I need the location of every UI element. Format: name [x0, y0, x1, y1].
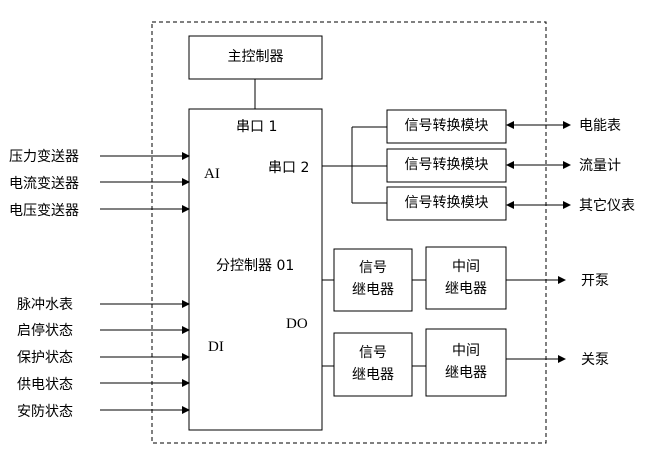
middle-relay-box-2 [425, 328, 507, 397]
di-port-label: DI [208, 339, 224, 355]
converter-label-1: 信号转换模块 [404, 118, 489, 134]
device-other-meters: 其它仪表 [579, 198, 635, 214]
signal-relay-label-1: 信号 继电器 [352, 260, 394, 298]
signal-relay-box-2 [333, 332, 413, 397]
middle-relay-label-1: 中间 继电器 [445, 259, 487, 297]
converter-label-2: 信号转换模块 [404, 157, 489, 173]
ai-input-current: 电流变送器 [9, 176, 79, 192]
sub-controller-box [188, 108, 323, 431]
signal-relay-label-2: 信号 继电器 [352, 345, 394, 383]
ai-input-pressure: 压力变送器 [9, 149, 79, 165]
di-input-protection: 保护状态 [17, 350, 73, 366]
serial-port-2-label: 串口 2 [268, 160, 310, 176]
output-start-pump: 开泵 [581, 273, 609, 289]
di-input-pulse-meter: 脉冲水表 [17, 297, 73, 313]
di-input-start-stop: 启停状态 [17, 323, 73, 339]
system-boundary [151, 21, 547, 444]
device-flow-meter: 流量计 [579, 158, 621, 174]
sub-controller-label: 分控制器 01 [216, 258, 295, 274]
di-input-security: 安防状态 [17, 404, 73, 420]
ai-input-voltage: 电压变送器 [9, 203, 79, 219]
device-energy-meter: 电能表 [579, 118, 621, 134]
middle-relay-label-2: 中间 继电器 [445, 343, 487, 381]
do-port-label: DO [286, 316, 308, 332]
middle-relay-box-1 [425, 246, 507, 310]
di-input-power: 供电状态 [17, 377, 73, 393]
serial-port-1-label: 串口 1 [236, 119, 278, 135]
converter-label-3: 信号转换模块 [404, 195, 489, 211]
ai-port-label: AI [204, 166, 220, 182]
main-controller-label: 主控制器 [227, 49, 284, 65]
output-stop-pump: 关泵 [581, 352, 609, 368]
